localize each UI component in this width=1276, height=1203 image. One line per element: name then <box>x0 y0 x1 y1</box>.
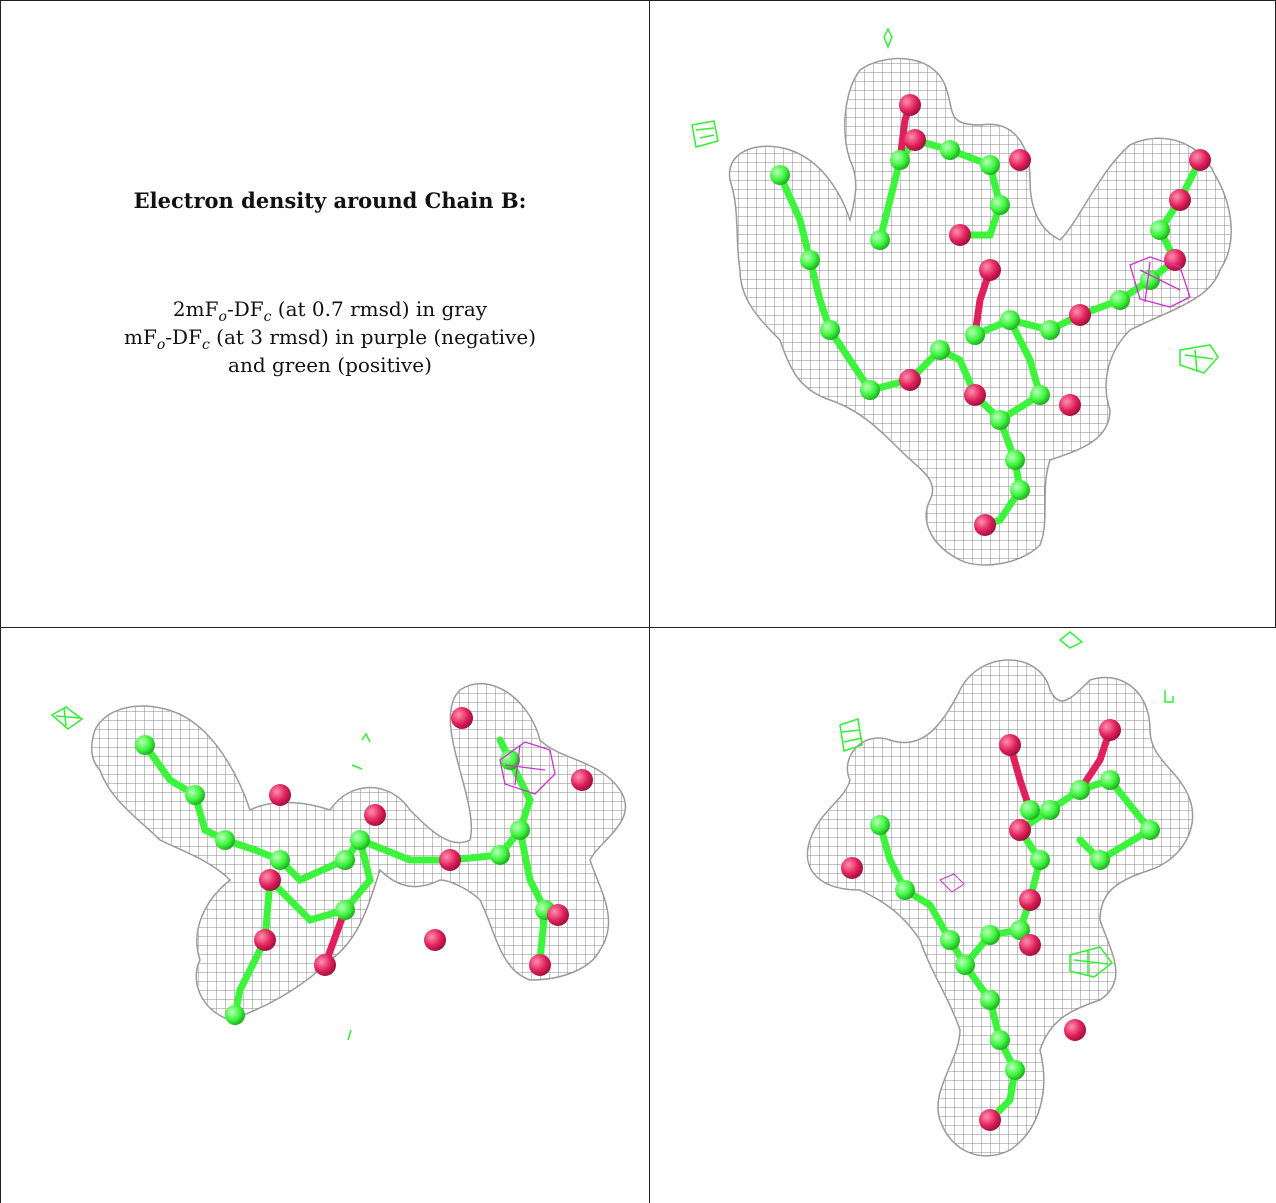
legend-body: 2mFo-DFc (at 0.7 rmsd) in gray mFo-DFc (… <box>12 295 648 379</box>
atoms-view-3 <box>841 719 1160 1131</box>
positive-density-view-3 <box>839 631 1174 978</box>
negative-density-view-3 <box>939 873 965 893</box>
legend-line-positive: and green (positive) <box>228 353 432 377</box>
atoms-view-1 <box>770 94 1211 536</box>
density-mesh-view-3 <box>806 659 1194 1157</box>
legend-line2-rest: (at 3 rmsd) in purple (negative) <box>209 325 536 349</box>
border-left <box>0 0 1 1203</box>
legend-line1-a-sub: o <box>218 309 227 325</box>
border-middle-vertical <box>649 0 650 1203</box>
legend-cell: Electron density around Chain B: 2mFo-DF… <box>12 12 648 625</box>
legend-line2-a-sub: o <box>156 337 166 353</box>
negative-density-view-2 <box>499 741 556 795</box>
legend-line1-b-sub: c <box>263 309 272 325</box>
legend-line2-b: -DF <box>165 325 202 349</box>
border-top <box>0 0 1276 1</box>
positive-density-view-2 <box>50 706 371 1041</box>
legend-line-gray: 2mFo-DFc (at 0.7 rmsd) in gray <box>12 295 648 325</box>
legend-title: Electron density around Chain B: <box>133 188 527 213</box>
negative-density-view-1 <box>1129 256 1191 308</box>
legend-line1-b: -DF <box>226 297 264 321</box>
atoms-view-2 <box>135 707 593 1025</box>
legend-line2-a: mF <box>124 325 157 349</box>
legend-line1-rest: (at 0.7 rmsd) in gray <box>271 297 488 321</box>
positive-density-view-1 <box>691 27 1219 374</box>
legend-line2-b-sub: c <box>201 337 210 353</box>
legend-line1-a: 2mF <box>172 297 219 321</box>
border-middle-horizontal <box>0 627 1276 628</box>
density-mesh-view-2 <box>90 683 627 1021</box>
legend-line-difference: mFo-DFc (at 3 rmsd) in purple (negative) <box>12 323 648 353</box>
